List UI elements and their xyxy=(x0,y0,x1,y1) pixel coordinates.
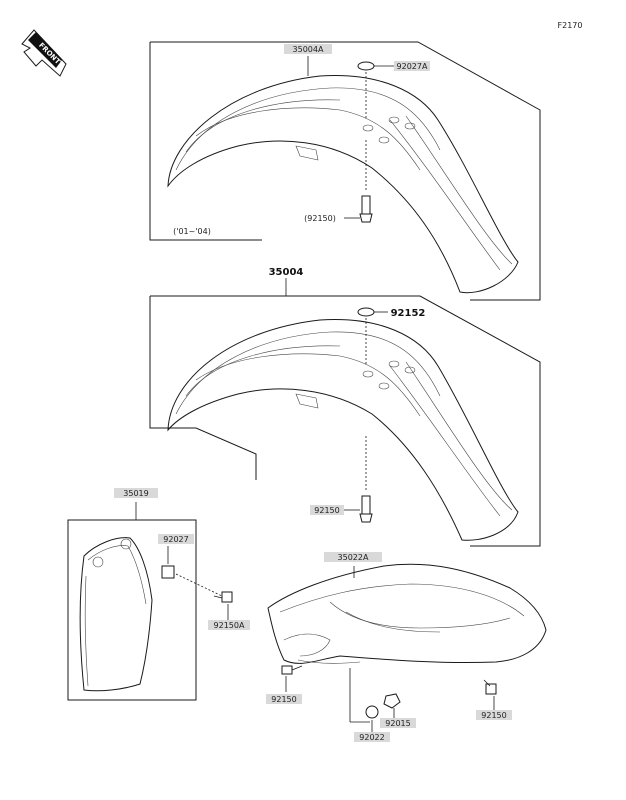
rear-nut-label: 92015 xyxy=(385,719,410,728)
number-plate-washer-icon xyxy=(161,565,175,579)
upper-bolt-label: (92150) xyxy=(304,214,336,223)
rear-washer-label: 92022 xyxy=(359,733,384,742)
upper-washer-icon xyxy=(357,61,375,71)
upper-bolt-icon xyxy=(359,140,373,223)
rear-left-bolt-label: 92150 xyxy=(271,695,296,704)
number-plate-group: 35019 92027 92150A xyxy=(67,488,250,701)
rear-nut-icon xyxy=(383,693,401,709)
upper-assembly-label: 35004A xyxy=(293,45,324,54)
front-arrow-icon: FRONT xyxy=(21,29,67,77)
middle-bolt-icon xyxy=(359,436,373,523)
number-plate-washer-label: 92027 xyxy=(163,535,188,544)
upper-years-label: ('01~'04) xyxy=(173,227,211,236)
rear-right-bolt-label: 92150 xyxy=(481,711,506,720)
upper-fender-group: 35004A 92027A (92150) ('01 xyxy=(149,41,541,301)
rear-left-bolt-icon xyxy=(281,665,303,675)
number-plate-bolt-icon xyxy=(213,591,233,603)
number-plate-shape xyxy=(79,537,153,692)
rear-assembly-label: 35022A xyxy=(338,553,369,562)
middle-bolt-label: 92150 xyxy=(314,506,339,515)
number-plate-label: 35019 xyxy=(123,489,148,498)
middle-washer-icon xyxy=(357,307,375,317)
middle-washer-label: 92152 xyxy=(391,308,426,319)
rear-right-bolt-icon xyxy=(483,679,497,695)
middle-fender-shape xyxy=(167,318,519,541)
figure-code: F2170 xyxy=(558,21,583,30)
rear-washer-icon xyxy=(365,705,379,719)
number-plate-bolt-label: 92150A xyxy=(214,621,245,630)
rear-fender-group: 35022A 92150 92150 xyxy=(266,552,547,742)
rear-fender-shape xyxy=(267,563,547,664)
upper-washer-label: 92027A xyxy=(397,62,428,71)
upper-fender-shape xyxy=(167,74,519,294)
middle-fender-group: 35004 92152 92150 xyxy=(149,267,541,547)
middle-assembly-label: 35004 xyxy=(269,267,304,278)
